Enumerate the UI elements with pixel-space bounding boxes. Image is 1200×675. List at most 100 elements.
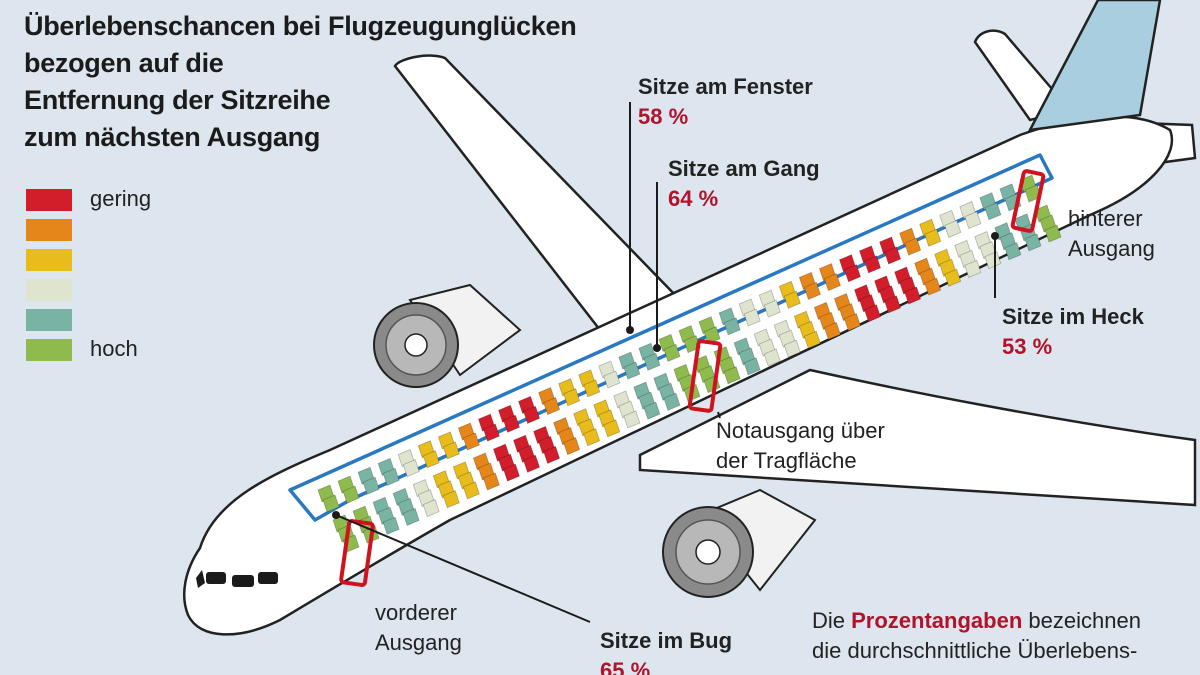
seat: [763, 348, 781, 367]
note-prefix: Die: [812, 608, 852, 633]
title-line: bezogen auf die: [24, 48, 224, 78]
seat: [783, 290, 801, 309]
lower-wing: [638, 368, 1197, 507]
seat: [984, 202, 1002, 221]
seat: [904, 237, 922, 256]
cabin-outline: [288, 153, 1054, 522]
seat: [904, 286, 922, 305]
seat: [944, 219, 962, 238]
seat: [643, 401, 661, 420]
callout-label: Sitze am Gang: [668, 156, 820, 181]
legend-swatch: [26, 279, 72, 301]
callout-percent: 53 %: [1002, 334, 1053, 359]
exit-label-line: der Tragfläche: [716, 448, 857, 473]
seat: [462, 481, 480, 500]
seat: [863, 304, 881, 323]
seat: [984, 251, 1002, 270]
seat: [924, 277, 942, 296]
exit-label-line: vorderer: [375, 600, 457, 625]
callout-percent: 58 %: [638, 104, 689, 129]
legend-label: hoch: [90, 336, 138, 361]
note-highlight: Prozentangaben: [851, 608, 1023, 633]
exit-marker-front: [339, 519, 375, 587]
label-rear-exit: hinterer Ausgang: [1068, 204, 1155, 264]
legend-label: gering: [90, 186, 152, 211]
exit-marker-wing: [687, 339, 723, 413]
seat: [743, 308, 761, 327]
seat: [1044, 224, 1062, 243]
seat: [402, 459, 420, 478]
page-title: Überlebenschancen bei Flugzeugunglücken …: [24, 8, 624, 156]
seat: [843, 264, 861, 283]
seat: [322, 494, 340, 513]
callout-label: Sitze im Heck: [1002, 304, 1144, 329]
seat-map: [317, 174, 1062, 553]
callout-window-seats: Sitze am Fenster 58 %: [638, 72, 813, 132]
title-line: zum nächsten Ausgang: [24, 122, 321, 152]
seat: [382, 516, 400, 535]
seat: [523, 405, 541, 424]
seat: [482, 423, 500, 442]
cockpit-windows: [196, 570, 278, 588]
seat: [623, 410, 641, 429]
seat: [823, 321, 841, 340]
seat: [663, 392, 681, 411]
title-line: Entfernung der Sitzreihe: [24, 85, 331, 115]
legend-swatch: [26, 249, 72, 271]
seat: [563, 437, 581, 456]
seat: [583, 379, 601, 398]
seat: [583, 428, 601, 447]
callout-percent: 64 %: [668, 186, 719, 211]
seat: [442, 490, 460, 509]
seat: [503, 414, 521, 433]
seat: [643, 352, 661, 371]
label-front-exit: vorderer Ausgang: [375, 598, 462, 658]
seat: [723, 317, 741, 336]
upper-engine: [373, 283, 522, 388]
seat: [723, 366, 741, 385]
seat: [1024, 233, 1042, 252]
seat: [563, 388, 581, 407]
exit-label-line: Ausgang: [1068, 236, 1155, 261]
legend-swatch: [26, 309, 72, 331]
seat: [603, 370, 621, 389]
seat: [884, 295, 902, 314]
seat: [803, 281, 821, 300]
seat: [502, 463, 520, 482]
callout-aisle-seats: Sitze am Gang 64 %: [668, 154, 820, 214]
seat: [843, 313, 861, 332]
seat: [783, 339, 801, 358]
seat: [462, 432, 480, 451]
seat: [803, 330, 821, 349]
note-line: bezeichnen: [1028, 608, 1141, 633]
tail-fin: [1027, 0, 1162, 132]
seat: [362, 476, 380, 495]
seat: [342, 485, 360, 504]
seat: [964, 211, 982, 230]
seat: [924, 228, 942, 247]
callout-percent: 65 %: [600, 658, 651, 675]
callout-rear-seats: Sitze im Heck 53 %: [1002, 302, 1144, 362]
seat: [663, 343, 681, 362]
seat: [823, 273, 841, 292]
seat: [442, 441, 460, 460]
seat: [603, 419, 621, 438]
seat: [944, 268, 962, 287]
title-line: Überlebenschancen bei Flugzeugunglücken: [24, 11, 577, 41]
seat: [743, 357, 761, 376]
seat: [623, 361, 641, 380]
seat: [1004, 242, 1022, 261]
seat: [543, 445, 561, 464]
seat: [402, 507, 420, 526]
callout-label: Sitze am Fenster: [638, 74, 813, 99]
callout-front-seats: Sitze im Bug 65 %: [600, 626, 732, 675]
leader-lines: [335, 102, 996, 623]
upper-wing: [393, 54, 683, 332]
seat: [523, 454, 541, 473]
legend-swatch: [26, 219, 72, 241]
exit-marker-rear: [1010, 169, 1046, 233]
seat: [543, 397, 561, 416]
seat: [422, 450, 440, 469]
